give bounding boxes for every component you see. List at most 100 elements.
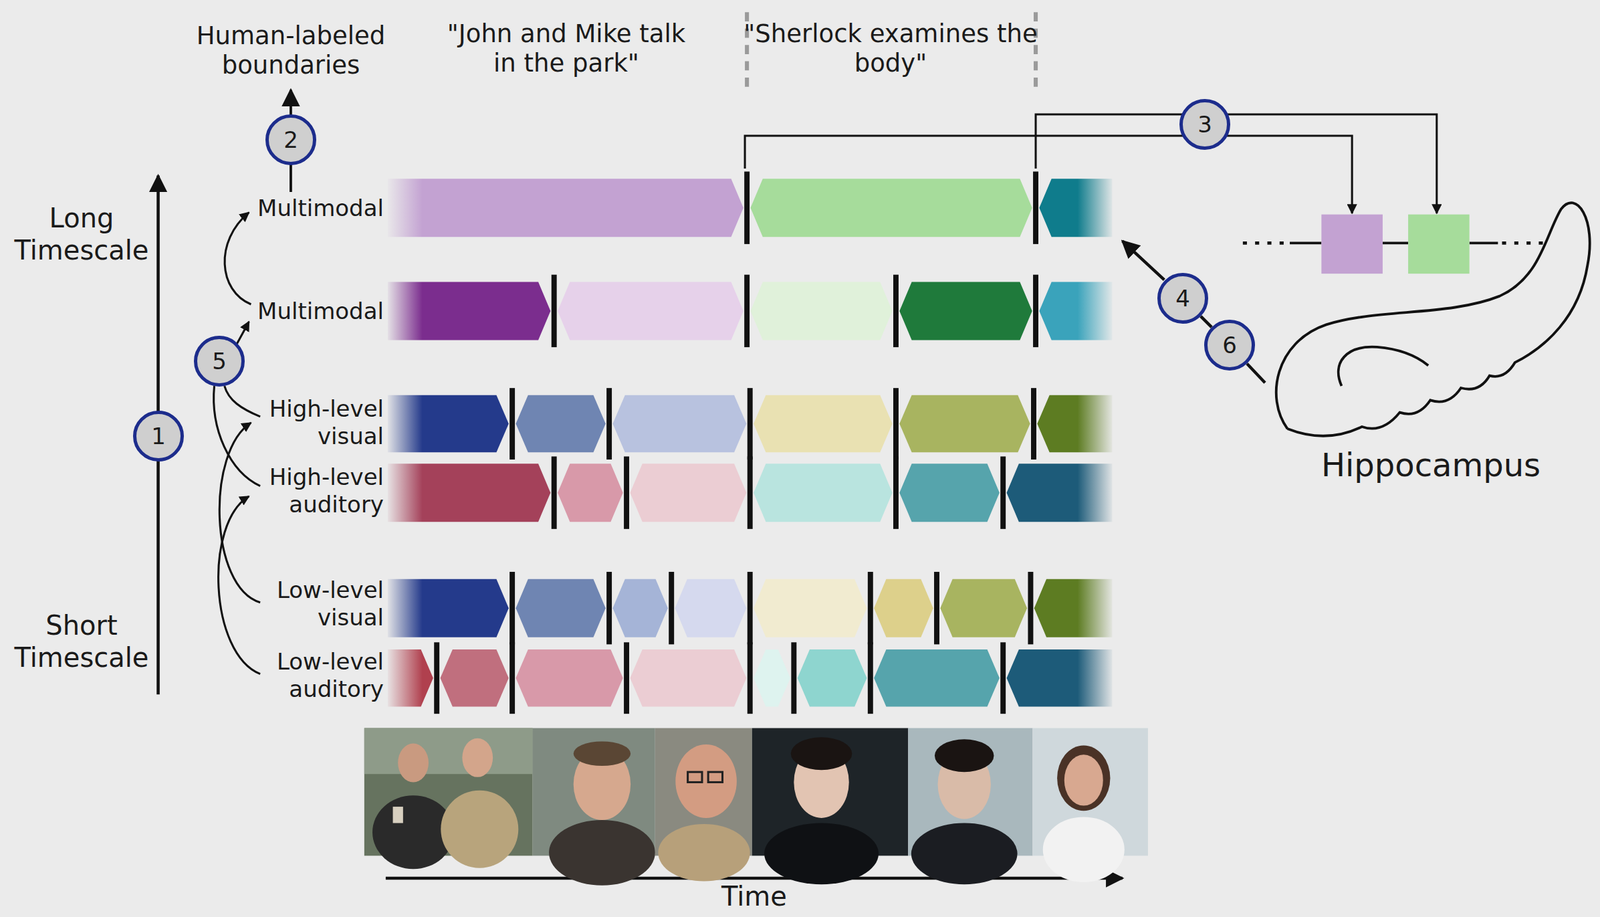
output-label: Human-labeled boundaries: [177, 21, 405, 81]
event-segment: [899, 281, 1032, 340]
arrows: [158, 89, 1437, 878]
callout-number: 2: [265, 114, 317, 166]
film-stills: [364, 728, 1149, 886]
row-label: Multimodal: [230, 194, 384, 222]
figure: [708, 771, 723, 782]
event-segment: [629, 463, 747, 522]
event-boundary: [606, 571, 612, 644]
event-boundary: [551, 455, 557, 529]
event-boundary: [893, 455, 899, 529]
figure: [548, 819, 656, 886]
row-label: Low-level visual: [230, 576, 384, 632]
event-segment: [515, 395, 606, 452]
event-segment: [753, 579, 867, 638]
event-boundary: [934, 571, 940, 644]
bar-row: [385, 387, 1115, 460]
figure: [764, 823, 879, 885]
figure: [393, 806, 404, 823]
event-boundary: [1000, 455, 1006, 529]
figure: [1043, 816, 1125, 882]
event-segment: [873, 649, 1000, 707]
memory-arrow: [1035, 114, 1437, 214]
event-segment: [797, 649, 868, 707]
event-segment: [557, 463, 624, 522]
event-boundary: [747, 387, 753, 460]
hippocampus-outline: [1265, 193, 1597, 485]
bar-fade: [385, 647, 423, 708]
callout-number: 3: [1179, 98, 1231, 150]
memory-arrow: [744, 135, 1352, 214]
event-boundary: [668, 571, 674, 644]
bar-fade: [1077, 577, 1115, 638]
callout-digit: 5: [211, 349, 227, 373]
event-boundary: [744, 274, 750, 348]
callout-number: 5: [193, 335, 245, 387]
connector-line: [1246, 363, 1266, 384]
axis-label: Short Timescale: [4, 609, 159, 674]
region-label: Hippocampus: [1265, 445, 1597, 485]
event-segment: [515, 649, 623, 707]
event-segment: [515, 579, 606, 638]
event-segment: [753, 649, 791, 707]
event-boundary: [509, 641, 515, 714]
connector-line: [1200, 316, 1212, 327]
bar-row: [385, 455, 1115, 529]
event-boundary: [509, 387, 515, 460]
time-arrow: [385, 876, 1123, 880]
figure: [573, 740, 631, 766]
memory-square: [1408, 214, 1470, 275]
event-boundary: [623, 641, 630, 714]
event-segment: [753, 395, 893, 452]
event-boundary: [867, 571, 874, 644]
event-segment: [750, 281, 892, 340]
event-boundary: [551, 274, 557, 348]
figure: [657, 823, 750, 881]
event-boundary: [606, 387, 612, 460]
event-boundary: [747, 641, 753, 714]
event-segment: [557, 281, 744, 340]
event-segment: [899, 395, 1030, 452]
bar-fade: [385, 177, 423, 239]
event-boundary: [893, 274, 899, 348]
reinstatement-arrow: [1122, 240, 1165, 280]
bar-row: [385, 571, 1115, 644]
figure: [911, 823, 1018, 885]
axis-label: Long Timescale: [4, 201, 159, 267]
sequence-line: [1382, 241, 1409, 245]
event-segment: [940, 579, 1027, 638]
event-boundary: [1033, 171, 1039, 244]
sequence-line: [1469, 241, 1499, 245]
figure: [688, 771, 703, 782]
still-frame: [364, 728, 533, 775]
scene-label: "Sherlock examines the body": [743, 19, 1038, 79]
figure: [440, 790, 519, 868]
event-boundary: [623, 455, 630, 529]
hierarchy-line: [224, 385, 261, 417]
event-boundary: [893, 387, 899, 460]
event-segment: [750, 178, 1032, 237]
row-label: High-level visual: [230, 395, 384, 450]
event-segment: [440, 649, 509, 707]
sequence-dots: [1501, 241, 1546, 245]
row-label: High-level auditory: [230, 463, 384, 519]
sequence-line: [1289, 241, 1322, 245]
callout-number: 6: [1204, 319, 1255, 371]
figure: [1064, 754, 1104, 806]
row-label: Multimodal: [230, 297, 384, 325]
figure: [934, 738, 995, 772]
bar-fade: [385, 462, 423, 523]
event-boundary: [1000, 641, 1006, 714]
event-boundary: [747, 571, 753, 644]
event-segment: [612, 579, 668, 638]
callout-digit: 6: [1222, 333, 1237, 357]
event-boundary: [747, 455, 753, 529]
callout-digit: 4: [1175, 286, 1191, 310]
event-boundary: [509, 571, 515, 644]
callout-number: 1: [133, 410, 184, 462]
axis-label: Time: [687, 879, 822, 912]
event-segment: [675, 579, 747, 638]
bar-fade: [1077, 462, 1115, 523]
bar-fade: [385, 280, 423, 341]
bar-fade: [1077, 280, 1115, 341]
memory-sequence: [1242, 214, 1546, 275]
